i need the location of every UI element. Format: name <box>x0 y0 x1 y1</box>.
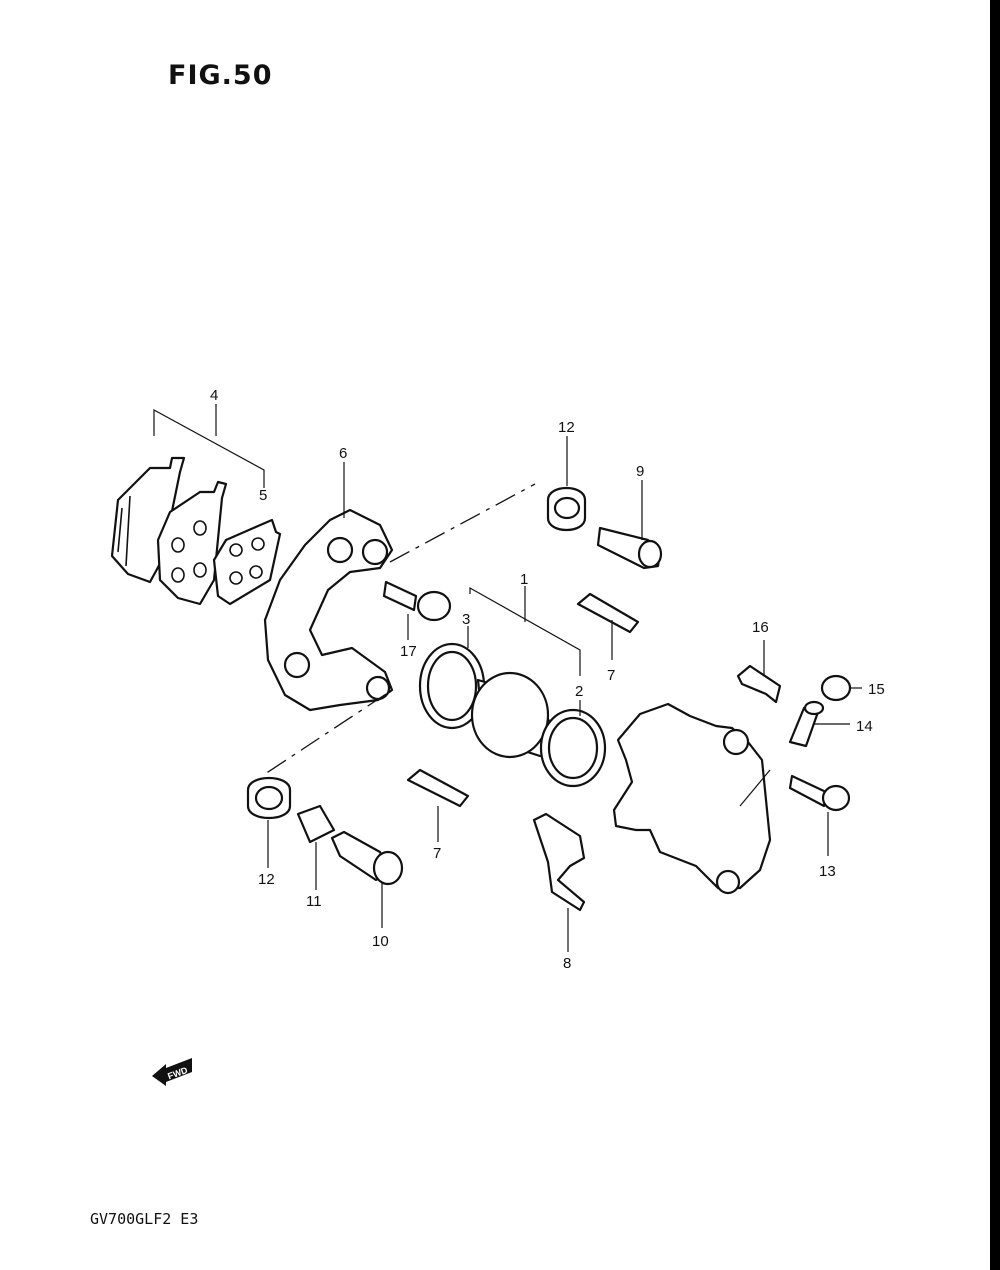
callout-12-upper: 12 <box>558 419 575 436</box>
bracket-bolt[interactable] <box>382 580 452 622</box>
dust-boot-upper[interactable] <box>546 487 587 531</box>
callout-7-upper: 7 <box>607 667 615 684</box>
callout-1: 1 <box>520 571 528 588</box>
brake-pad-inner[interactable] <box>156 480 228 606</box>
callout-6: 6 <box>339 445 347 462</box>
callout-4: 4 <box>210 387 218 404</box>
center-lines <box>261 483 536 777</box>
leader-lines <box>153 404 862 952</box>
caliper-bolt[interactable] <box>788 774 851 812</box>
callout-17: 17 <box>400 643 417 660</box>
slide-pin-lower[interactable] <box>330 830 404 886</box>
fwd-arrow-icon: FWD <box>152 1058 192 1086</box>
callout-2: 2 <box>575 683 583 700</box>
pad-spring-upper[interactable] <box>576 592 640 634</box>
piston-seal[interactable] <box>418 642 486 730</box>
callout-7-lower: 7 <box>433 845 441 862</box>
callout-3: 3 <box>462 611 470 628</box>
figure-title: FIG.50 <box>168 60 273 91</box>
dust-seal[interactable] <box>539 708 607 788</box>
slide-pin-upper[interactable] <box>596 526 663 570</box>
pad-retainer[interactable] <box>532 812 586 912</box>
caliper-body[interactable] <box>612 702 772 895</box>
callout-5: 5 <box>259 487 267 504</box>
pad-clip[interactable] <box>736 664 782 704</box>
brake-pad-outer[interactable] <box>110 456 186 584</box>
callout-16: 16 <box>752 619 769 636</box>
callout-8: 8 <box>563 955 571 972</box>
model-code: GV700GLF2 E3 <box>90 1210 199 1228</box>
pad-shim[interactable] <box>212 518 282 606</box>
caliper-piston[interactable] <box>470 671 562 759</box>
callout-9: 9 <box>636 463 644 480</box>
bleeder-valve[interactable] <box>788 700 825 748</box>
callout-13: 13 <box>819 863 836 880</box>
pad-spring-lower[interactable] <box>406 768 470 808</box>
pin-sleeve[interactable] <box>296 804 336 844</box>
dust-boot-lower[interactable] <box>246 777 292 819</box>
callout-15: 15 <box>868 681 885 698</box>
bleeder-cap[interactable] <box>820 674 852 702</box>
callout-11: 11 <box>306 893 322 910</box>
callout-10: 10 <box>372 933 389 950</box>
scan-edge-bar <box>990 0 1000 1270</box>
caliper-bracket[interactable] <box>263 508 394 712</box>
callout-14: 14 <box>856 718 873 735</box>
callout-12-lower: 12 <box>258 871 275 888</box>
